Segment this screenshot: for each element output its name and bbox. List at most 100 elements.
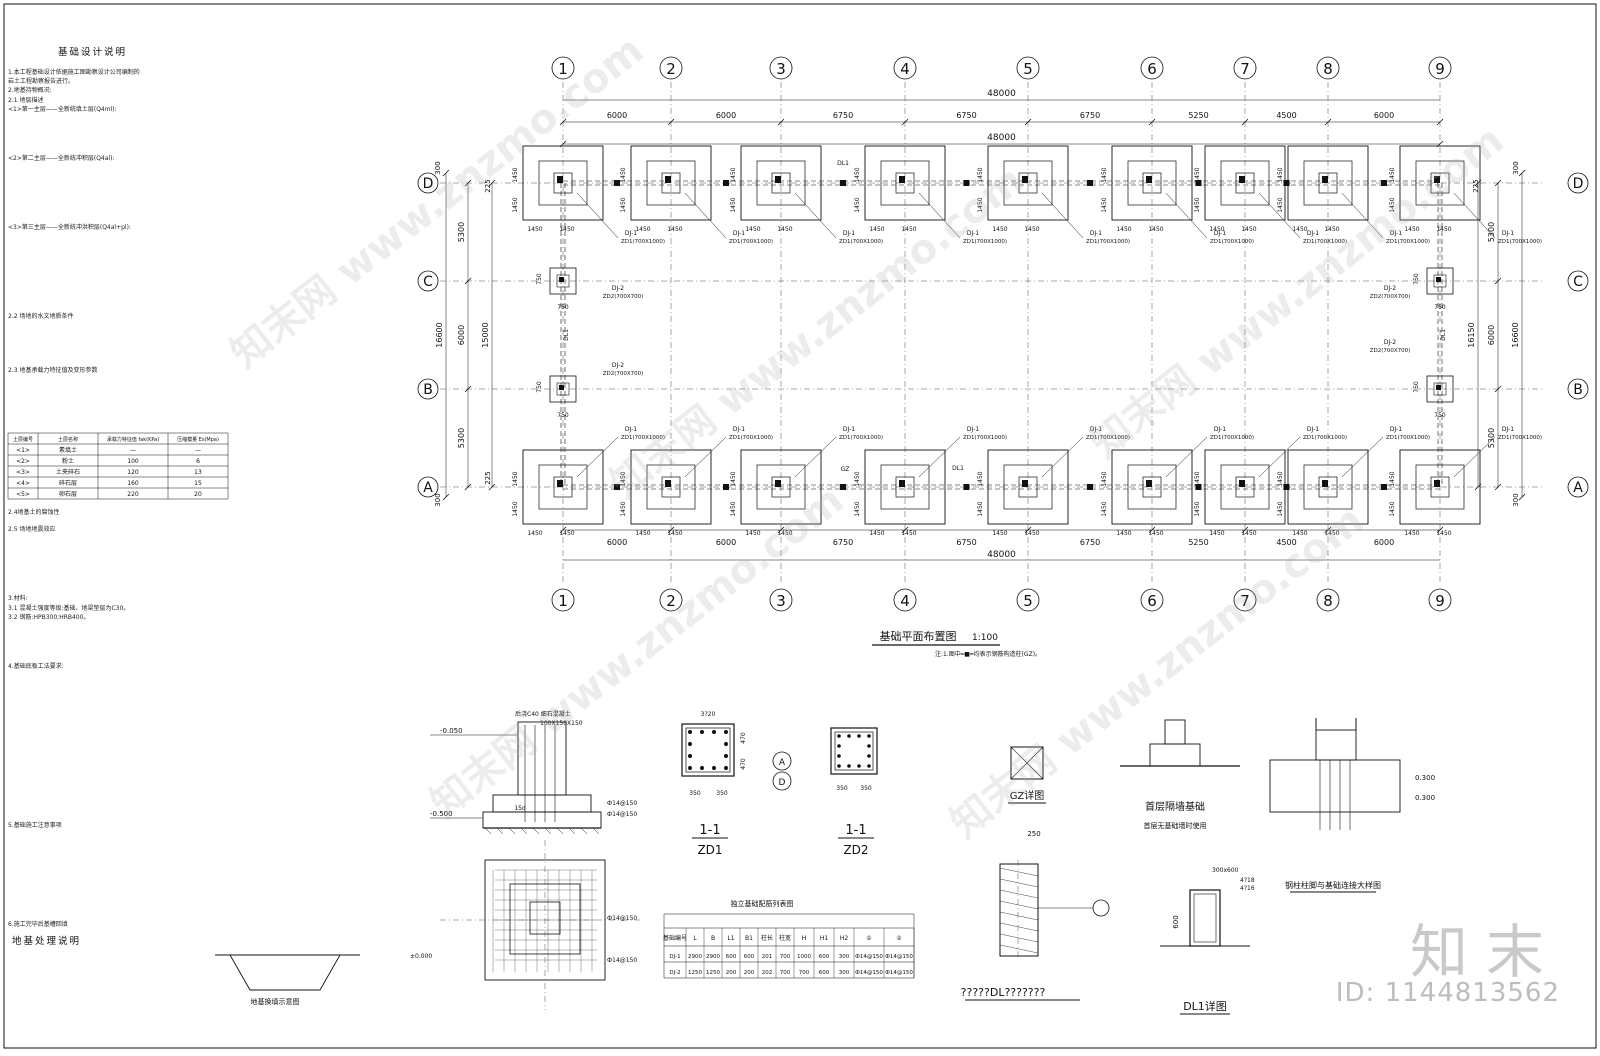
dj1-tag: DJ-1 <box>625 230 637 237</box>
dim-tick <box>1024 526 1032 534</box>
axis-bubble-small <box>772 751 792 771</box>
gz-marker <box>723 484 729 490</box>
schedule-header: ② <box>896 935 902 942</box>
zd1-dim: 350 <box>689 790 701 797</box>
dim-text: 6750 <box>833 538 853 547</box>
pad-dim: 1450 <box>559 530 574 537</box>
pad-dim: 1450 <box>854 501 861 516</box>
pad-dim: 1450 <box>620 197 627 212</box>
dim-tick <box>464 277 472 285</box>
steel-column <box>665 176 671 183</box>
zd2-bar <box>837 764 841 768</box>
footing-dj2 <box>549 267 577 295</box>
schedule-header: ① <box>866 935 871 942</box>
dj1-tag: DJ-1 <box>843 426 855 433</box>
steel-column-small <box>559 277 564 282</box>
pad-dim: 1450 <box>1101 471 1108 486</box>
zd2-dim: 350 <box>860 785 872 792</box>
dim-tick <box>1494 385 1502 393</box>
notes-title: 基础设计说明 <box>58 47 128 58</box>
hatch <box>999 944 1039 954</box>
axis-number-top: 4 <box>900 60 910 78</box>
note-line: 2.4地基土的腐蚀性 <box>8 509 60 516</box>
pedestal <box>1235 172 1255 194</box>
elev-text: 0.300 <box>1415 774 1435 782</box>
axis-letter-small: D <box>779 778 786 788</box>
zd1-bar <box>724 730 728 734</box>
axis-bubble-bottom <box>1428 588 1452 612</box>
zd1-tag: ZD1(700X1000) <box>839 435 883 441</box>
zd1-dim: 470 <box>740 732 747 744</box>
hatch <box>999 878 1039 888</box>
schedule-cell: 600 <box>819 954 830 960</box>
steel-column <box>665 480 671 487</box>
note-line: <2>第二主层——全新统冲积层(Q4al): <box>8 155 115 163</box>
axis-bubble-top <box>1140 56 1164 80</box>
pad-dim: 1450 <box>1241 530 1256 537</box>
pad-dim: 1450 <box>992 226 1007 233</box>
schedule-header: 基础编号 <box>663 934 687 942</box>
dim-tick <box>1494 179 1502 187</box>
axis-bubble-bottom <box>1316 588 1340 612</box>
note-line: 2.地基持物概况: <box>8 87 52 95</box>
axis-bubble-top <box>893 56 917 80</box>
pad-dim: 1450 <box>777 226 792 233</box>
table-cell: <3> <box>16 469 30 476</box>
dim-text-v: 5300 <box>1487 222 1496 242</box>
dim-text: 4500 <box>1276 538 1296 547</box>
zd2-bar <box>847 734 851 738</box>
pedestal <box>661 476 681 498</box>
pad-dim: 1450 <box>512 471 519 486</box>
steel-base-block <box>1269 759 1401 813</box>
gz-marker <box>614 484 620 490</box>
dl1-stirrup <box>1193 893 1217 943</box>
gz-marker <box>1087 180 1093 186</box>
dim-text: 6000 <box>607 111 627 120</box>
note-line: 2.5 场地地震效应 <box>8 526 56 534</box>
dl-section <box>999 863 1039 957</box>
pad-dim: 750 <box>536 273 543 285</box>
dl1-tag: DL1 <box>952 465 964 472</box>
pad-dim: 1450 <box>1194 197 1201 212</box>
dim-text: 6000 <box>716 111 736 120</box>
hatch <box>999 922 1039 932</box>
zd1-tag: ZD1(700X1000) <box>729 239 773 245</box>
dj1-tag: DJ-1 <box>1214 230 1226 237</box>
dim-total: 48000 <box>987 133 1016 143</box>
zd2-bar <box>837 734 841 738</box>
dim-tick <box>1324 118 1332 126</box>
footing-outer <box>630 145 712 221</box>
edge-dim: 225 <box>1472 179 1480 192</box>
axis-bubble-right <box>1567 378 1589 400</box>
footing-step <box>1127 160 1177 206</box>
schedule-cell: 600 <box>744 954 755 960</box>
pad-dim: 1450 <box>1277 197 1284 212</box>
elev-text: -0.500 <box>430 810 453 818</box>
footing-step <box>1303 160 1353 206</box>
dim-total: 48000 <box>987 550 1016 560</box>
dim-tick <box>488 483 496 491</box>
pad-dim: 1450 <box>1292 226 1307 233</box>
note-line: 3.材料: <box>8 595 28 603</box>
schedule-cell: 700 <box>780 954 791 960</box>
note-line: 岩土工程勘察报告进行。 <box>8 78 75 86</box>
axis-bubble-left <box>417 476 439 498</box>
dim-text: 5250 <box>1188 111 1208 120</box>
axis-letter-left: C <box>423 274 433 290</box>
axis-number-top: 8 <box>1323 60 1333 78</box>
zd1-bar <box>724 754 728 758</box>
schedule-cell: 1250 <box>688 970 702 976</box>
axis-bubble-bottom <box>769 588 793 612</box>
hatch <box>580 827 588 835</box>
pedestal <box>1430 172 1450 194</box>
leader <box>1341 192 1384 239</box>
axis-number-top: 1 <box>558 60 568 78</box>
table-cell: <2> <box>16 458 30 465</box>
zd1-bar <box>724 766 728 770</box>
footing-step <box>1003 160 1053 206</box>
zd1-tag: ZD1(700X1000) <box>1386 239 1430 245</box>
steel-column-small <box>1436 277 1441 282</box>
pad-dim: 1450 <box>1024 226 1039 233</box>
pad-dim: 1450 <box>977 471 984 486</box>
table-cell: <5> <box>16 491 30 498</box>
